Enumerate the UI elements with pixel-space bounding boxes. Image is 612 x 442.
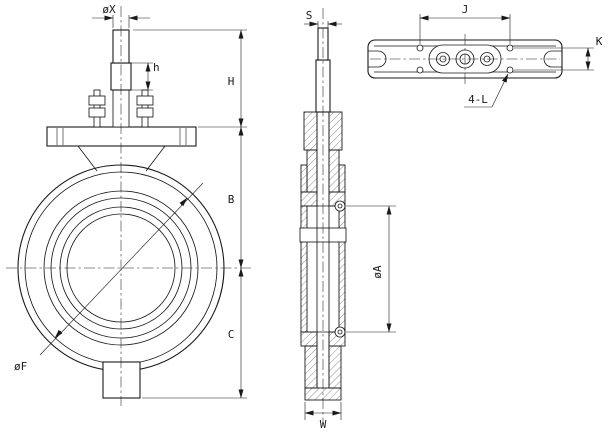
dim-flange-dia-line bbox=[39, 182, 204, 356]
dim-label-stem-dia: øX bbox=[102, 3, 116, 16]
top-dimensions: J K 4-L bbox=[419, 3, 603, 108]
dim-label-B: B bbox=[228, 193, 235, 206]
bolt-hole bbox=[416, 44, 424, 52]
nut-left-upper bbox=[88, 95, 106, 106]
bolt-hole bbox=[506, 44, 514, 52]
dim-label-C: C bbox=[228, 328, 235, 341]
label-bolt-holes: 4-L bbox=[468, 93, 488, 106]
bolt-hole bbox=[506, 66, 514, 74]
top-view: J K 4-L bbox=[367, 3, 603, 108]
dim-label-flange-dia: øF bbox=[14, 360, 27, 373]
front-view: øX h H B C øF bbox=[6, 3, 252, 406]
seat-ring-top bbox=[334, 200, 346, 212]
nut-right-upper bbox=[136, 95, 154, 106]
end-slot-right bbox=[543, 50, 562, 68]
dim-label-bore-dia: øA bbox=[371, 265, 384, 279]
bottom-boss bbox=[102, 361, 141, 399]
dim-label-W: W bbox=[320, 418, 327, 431]
section-view: S øA W bbox=[299, 8, 396, 431]
neck bbox=[77, 145, 166, 172]
top-mounting-flange bbox=[46, 126, 197, 147]
dim-label-S: S bbox=[306, 9, 313, 22]
seat-ring-bottom bbox=[334, 326, 346, 338]
nut-left-lower bbox=[88, 107, 106, 118]
bolt-hole bbox=[416, 66, 424, 74]
front-dimensions: øX h H B C øF bbox=[14, 3, 247, 399]
stem-through-lines bbox=[316, 112, 330, 388]
dim-label-K: K bbox=[596, 35, 603, 48]
dim-label-step-height: h bbox=[153, 61, 160, 74]
dim-label-J: J bbox=[462, 3, 469, 16]
flange-hole-lines bbox=[56, 128, 187, 145]
section-hatched-body bbox=[300, 111, 346, 401]
dim-label-H: H bbox=[228, 75, 235, 88]
section-dimensions: S øA W bbox=[304, 9, 396, 431]
nut-right-lower bbox=[136, 107, 154, 118]
bolt-holes-leader bbox=[491, 73, 509, 108]
